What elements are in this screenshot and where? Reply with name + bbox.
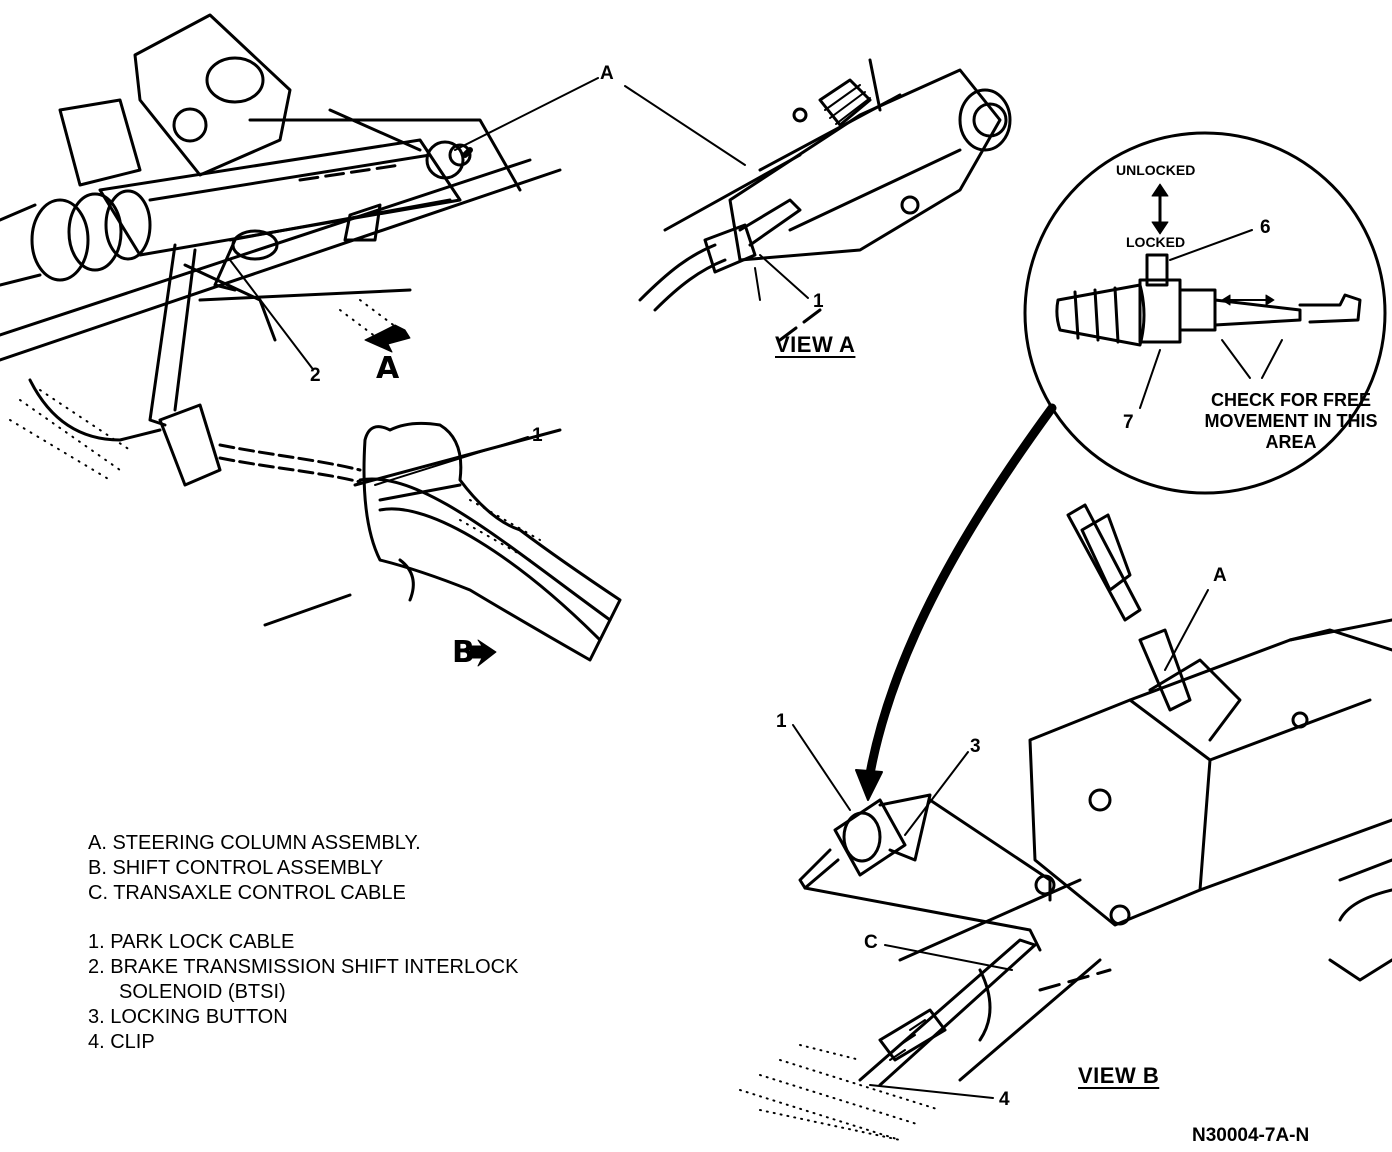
- callout-a-steering-column: A: [600, 63, 614, 84]
- view-b-drawing: [739, 503, 1392, 1141]
- view-a-arrow-label: A: [376, 351, 400, 386]
- locked-label: LOCKED: [1126, 234, 1186, 250]
- legend-item-c: C. TRANSAXLE CONTROL CABLE: [88, 882, 406, 904]
- legend-item-3: 3. LOCKING BUTTON: [88, 1006, 288, 1028]
- view-b-title: VIEW B: [1078, 1063, 1160, 1088]
- callout-3-locking-button: 3: [970, 736, 981, 757]
- view-a-drawing: [624, 58, 1012, 342]
- callout-a-shift: A: [1213, 565, 1227, 586]
- legend-item-4: 4. CLIP: [88, 1031, 155, 1053]
- legend-item-1: 1. PARK LOCK CABLE: [88, 931, 295, 953]
- legend-item-2-cont: SOLENOID (BTSI): [119, 981, 286, 1003]
- callout-1-park-lock-cable: 1: [776, 711, 787, 732]
- detail-arrow-head: [855, 769, 883, 801]
- detail-inset: [1023, 131, 1387, 495]
- figure-code: N30004-7A-N: [1192, 1125, 1310, 1146]
- legend-item-b: B. SHIFT CONTROL ASSEMBLY: [88, 857, 384, 879]
- callout-2-btsi: 2: [310, 365, 321, 386]
- callout-4-clip: 4: [999, 1089, 1010, 1110]
- callout-c-transaxle-cable: C: [864, 932, 878, 953]
- legend: A. STEERING COLUMN ASSEMBLY. B. SHIFT CO…: [88, 831, 518, 1055]
- callout-7: 7: [1123, 412, 1134, 433]
- detail-arrow: [863, 403, 1057, 790]
- legend-item-2: 2. BRAKE TRANSMISSION SHIFT INTERLOCK: [88, 956, 519, 978]
- steering-column-drawing: [0, 13, 622, 667]
- unlocked-label: UNLOCKED: [1116, 162, 1196, 178]
- legend-item-a: A. STEERING COLUMN ASSEMBLY.: [88, 832, 421, 854]
- callout-1-pedal-cable: 1: [532, 425, 543, 446]
- view-b-arrow-label: B: [452, 635, 475, 670]
- callout-1-view-a: 1: [813, 291, 824, 312]
- view-a-title: VIEW A: [775, 332, 856, 357]
- callout-6: 6: [1260, 217, 1271, 238]
- free-movement-note: CHECK FOR FREE MOVEMENT IN THIS AREA: [1204, 390, 1378, 452]
